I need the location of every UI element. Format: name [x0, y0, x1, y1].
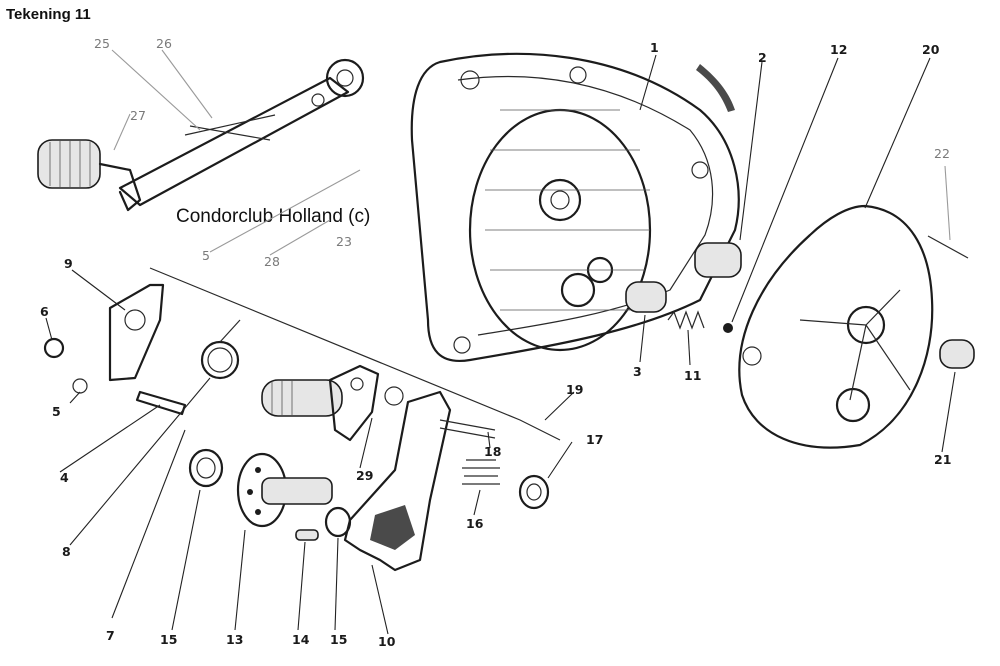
outer-cover-part: [738, 204, 975, 449]
leader-lines: [45, 49, 956, 635]
callout-15-left: 15: [160, 632, 177, 647]
callout-25: 25: [94, 36, 110, 51]
callout-9: 9: [64, 256, 73, 271]
spring-and-ball-part: [667, 310, 733, 333]
callout-1: 1: [650, 40, 659, 55]
callout-2: 2: [758, 50, 767, 65]
kickstart-pedal-part: [37, 58, 365, 212]
callout-16: 16: [466, 516, 484, 531]
callout-6: 6: [40, 304, 49, 319]
callout-29: 29: [356, 468, 373, 483]
callout-10: 10: [378, 634, 396, 649]
callout-7: 7: [106, 628, 115, 643]
watermark-text: Condorclub Holland (c): [176, 206, 371, 227]
callout-5b: 5: [202, 248, 210, 263]
callout-17: 17: [586, 432, 603, 447]
crankcase-cover-part: [410, 52, 742, 363]
callout-3: 3: [633, 364, 642, 379]
drawing-title: Tekening 11: [6, 6, 91, 23]
callout-11: 11: [684, 368, 701, 383]
lower-assembly-parts: [43, 267, 561, 572]
callout-27: 27: [130, 108, 146, 123]
callout-21: 21: [934, 452, 951, 467]
callout-5: 5: [52, 404, 61, 419]
callout-4: 4: [60, 470, 69, 485]
callout-20: 20: [922, 42, 940, 57]
callout-18: 18: [484, 444, 501, 459]
callout-12: 12: [830, 42, 847, 57]
callout-19: 19: [566, 382, 583, 397]
callout-22: 22: [934, 146, 950, 161]
callout-28: 28: [264, 254, 280, 269]
callout-26: 26: [156, 36, 172, 51]
callout-8: 8: [62, 544, 71, 559]
callout-13: 13: [226, 632, 243, 647]
callout-labels: 1 2 3 4 5 5 6 7 8 9 10 11 12 13 14 15 15…: [40, 36, 951, 649]
callout-23: 23: [336, 234, 352, 249]
callout-14: 14: [292, 632, 310, 647]
callout-15-right: 15: [330, 632, 347, 647]
